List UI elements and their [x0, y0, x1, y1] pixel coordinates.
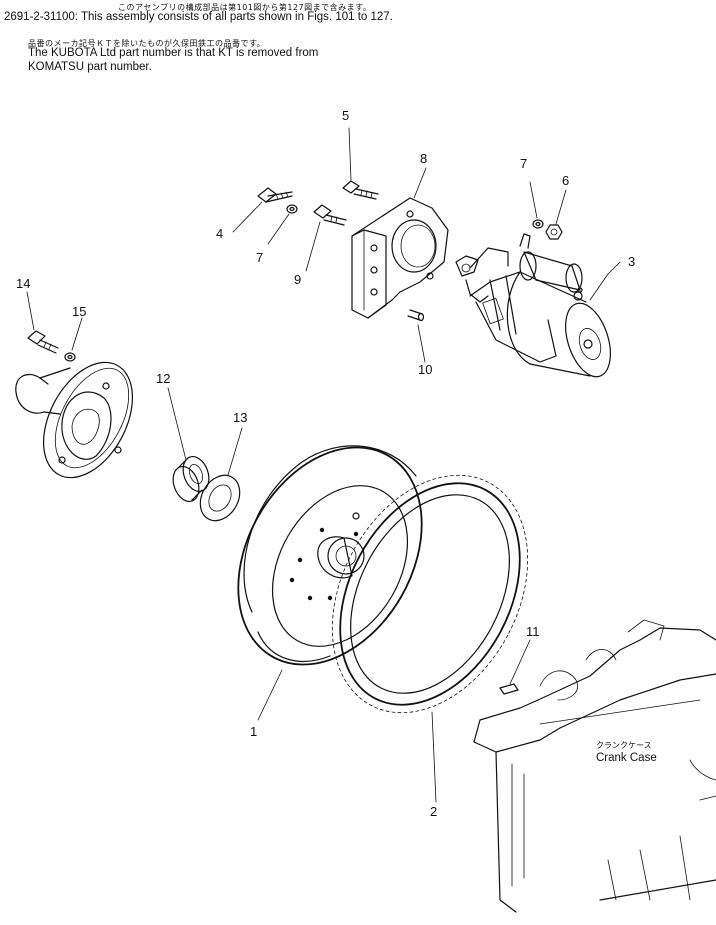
header-en-line-2: The KUBOTA Ltd part number is that KT is… [28, 47, 319, 59]
seal-part-13 [199, 427, 243, 522]
callout-9: 9 [294, 272, 301, 287]
header-jp-line-2: 品番のメーカ記号ＫＴを除いたものが久保田鉄工の品番です。 [28, 39, 266, 48]
crank-case-label-jp: クランクケース [596, 741, 652, 750]
flywheel-part-1 [237, 445, 423, 721]
callout-4: 4 [216, 226, 223, 241]
key-part-11 [499, 639, 531, 695]
callout-3: 3 [628, 254, 635, 269]
bearing-part-12 [167, 387, 210, 503]
callout-13: 13 [233, 410, 247, 425]
callout-8: 8 [420, 151, 427, 166]
header-en-line-1: 2691-2-31100: This assembly consists of … [4, 11, 393, 23]
callout-11: 11 [526, 624, 540, 639]
bolt-part-9 [305, 204, 347, 272]
callout-7-left: 7 [256, 250, 263, 265]
callout-7-right: 7 [520, 156, 527, 171]
bracket-part-8 [351, 167, 449, 319]
callout-1: 1 [250, 724, 257, 739]
washer-part-15 [64, 317, 83, 362]
bolt-part-4 [232, 187, 293, 233]
bolt-part-5 [342, 127, 379, 200]
washer-part-7-left [267, 204, 298, 245]
callout-2: 2 [430, 804, 437, 819]
washer-part-7-right [529, 181, 544, 229]
flange-plate [15, 361, 134, 479]
header-jp-line-1: このアセンブリの構成部品は第101図から第127図まで含みます。 [118, 3, 372, 12]
callout-14: 14 [16, 276, 30, 291]
callout-12: 12 [156, 371, 170, 386]
bolt-part-14 [26, 291, 59, 354]
callout-6: 6 [562, 173, 569, 188]
nut-part-6 [545, 189, 567, 240]
crank-case-label-en: Crank Case [596, 752, 657, 764]
crank-case [473, 619, 716, 913]
header-en-line-3: KOMATSU part number. [28, 61, 152, 73]
callout-5: 5 [342, 108, 349, 123]
dowel-pin-part-10 [407, 309, 426, 363]
callout-15: 15 [72, 304, 86, 319]
callout-10: 10 [418, 362, 432, 377]
ring-gear-part-2 [331, 474, 529, 803]
starter-motor-part-3 [455, 233, 621, 378]
